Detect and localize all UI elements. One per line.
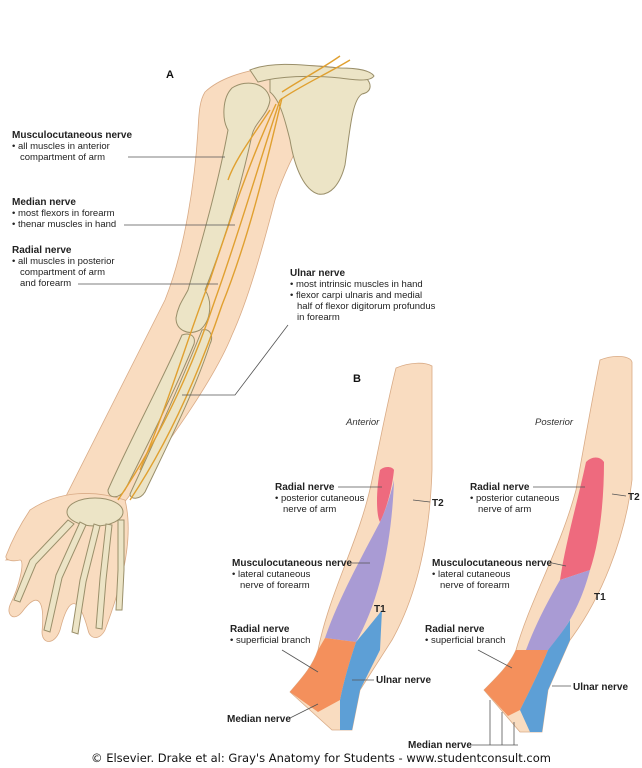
radial-nerve-trunk — [139, 103, 277, 471]
view-anterior: Anterior — [345, 417, 380, 428]
label-post-musculocutaneous: Musculocutaneous nerve • lateral cutaneo… — [432, 558, 567, 591]
label-post-t1: T1 — [594, 592, 606, 603]
label-ant-musculocutaneous: Musculocutaneous nerve • lateral cutaneo… — [232, 558, 370, 591]
label-title: Radial nerve — [230, 624, 290, 635]
label-title: Radial nerve — [470, 482, 530, 493]
label-line: • posterior cutaneous — [470, 493, 560, 504]
finger-bone-5 — [115, 519, 125, 611]
posterior-musculocutaneous-zone — [526, 570, 590, 650]
label-line: in forearm — [297, 312, 340, 323]
leader-line — [477, 649, 513, 669]
label-ant-radial-superficial: Radial nerve • superficial branch — [230, 624, 319, 673]
label-line: • all muscles in posterior — [12, 256, 115, 267]
label-post-t2: T2 — [628, 492, 640, 503]
label-line: compartment of arm — [20, 267, 105, 278]
leader-line — [182, 324, 289, 396]
anterior-radial-zone — [377, 467, 394, 522]
label-title: Ulnar nerve — [573, 682, 628, 693]
label-line: • flexor carpi ulnaris and medial — [290, 290, 422, 301]
leader-line-t2-ant — [412, 499, 431, 503]
label-title: Musculocutaneous nerve — [432, 558, 552, 569]
label-a-musculocutaneous: Musculocutaneous nerve • all muscles in … — [12, 130, 225, 163]
label-line: • thenar muscles in hand — [12, 219, 116, 230]
leader-line — [289, 703, 319, 719]
label-ant-radial: Radial nerve • posterior cutaneous nerve… — [275, 482, 382, 515]
leader-line — [551, 562, 567, 567]
carpal-bones — [66, 497, 124, 527]
finger-bone-1 — [13, 519, 75, 603]
label-ant-ulnar: Ulnar nerve — [352, 675, 431, 686]
label-line: • superficial branch — [425, 635, 505, 646]
label-line: • lateral cutaneous — [232, 569, 311, 580]
label-line: half of flexor digitorum profundus — [297, 301, 436, 312]
label-line: nerve of arm — [478, 504, 531, 515]
label-title: Musculocutaneous nerve — [12, 130, 132, 141]
panel-a-tag: A — [166, 69, 174, 81]
copyright-footer: © Elsevier. Drake et al: Gray's Anatomy … — [91, 751, 551, 765]
anterior-musculocutaneous-zone — [325, 480, 394, 642]
brachial-plexus — [281, 55, 341, 93]
label-post-median: Median nerve — [408, 700, 518, 751]
leader-line — [281, 649, 319, 673]
label-line: compartment of arm — [20, 152, 105, 163]
label-a-median: Median nerve • most flexors in forearm •… — [12, 197, 235, 230]
label-line: nerve of forearm — [440, 580, 510, 591]
label-ant-t1: T1 — [374, 604, 386, 615]
label-line: • most flexors in forearm — [12, 208, 115, 219]
posterior-ulnar-zone — [520, 620, 570, 732]
label-line: nerve of forearm — [240, 580, 310, 591]
finger-bone-3 — [71, 523, 101, 635]
leader-line-t2-post — [611, 493, 627, 497]
label-title: Radial nerve — [425, 624, 485, 635]
label-title: Median nerve — [408, 740, 472, 751]
anterior-superficial-radial-zone — [290, 638, 356, 712]
label-title: Radial nerve — [12, 245, 72, 256]
finger-bone-4 — [95, 523, 113, 630]
label-ant-median: Median nerve — [227, 703, 319, 725]
label-title: Ulnar nerve — [376, 675, 431, 686]
label-line: and forearm — [20, 278, 71, 289]
label-a-ulnar: Ulnar nerve • most intrinsic muscles in … — [182, 268, 436, 396]
panel-b-tag: B — [353, 373, 361, 385]
label-title: Ulnar nerve — [290, 268, 345, 279]
ulna — [129, 329, 213, 499]
posterior-superficial-radial-zone — [484, 650, 548, 716]
arm-illustration — [4, 55, 375, 642]
label-line: • most intrinsic muscles in hand — [290, 279, 423, 290]
ulnar-nerve-trunk — [129, 97, 283, 501]
label-post-radial: Radial nerve • posterior cutaneous nerve… — [470, 482, 585, 515]
label-title: Median nerve — [227, 714, 291, 725]
label-ant-t2: T2 — [432, 498, 444, 509]
label-title: Radial nerve — [275, 482, 335, 493]
anterior-limb — [289, 362, 433, 731]
view-posterior: Posterior — [535, 417, 574, 428]
label-title: Musculocutaneous nerve — [232, 558, 352, 569]
label-post-ulnar: Ulnar nerve — [552, 682, 628, 693]
musculocutaneous-trunk — [227, 109, 271, 181]
posterior-limb — [483, 356, 633, 733]
anterior-ulnar-zone — [340, 610, 382, 730]
label-line: • posterior cutaneous — [275, 493, 365, 504]
posterior-skin — [483, 356, 633, 733]
label-line: nerve of arm — [283, 504, 336, 515]
label-line: • all muscles in anterior — [12, 141, 110, 152]
label-line: • lateral cutaneous — [432, 569, 511, 580]
label-line: • superficial branch — [230, 635, 310, 646]
label-title: Median nerve — [12, 197, 76, 208]
median-nerve-trunk — [117, 99, 281, 501]
brachial-plexus-2 — [279, 59, 351, 101]
posterior-radial-zone — [560, 457, 604, 580]
label-post-radial-superficial: Radial nerve • superficial branch — [425, 624, 513, 669]
label-a-radial: Radial nerve • all muscles in posterior … — [12, 245, 218, 289]
finger-bone-2 — [43, 521, 87, 633]
